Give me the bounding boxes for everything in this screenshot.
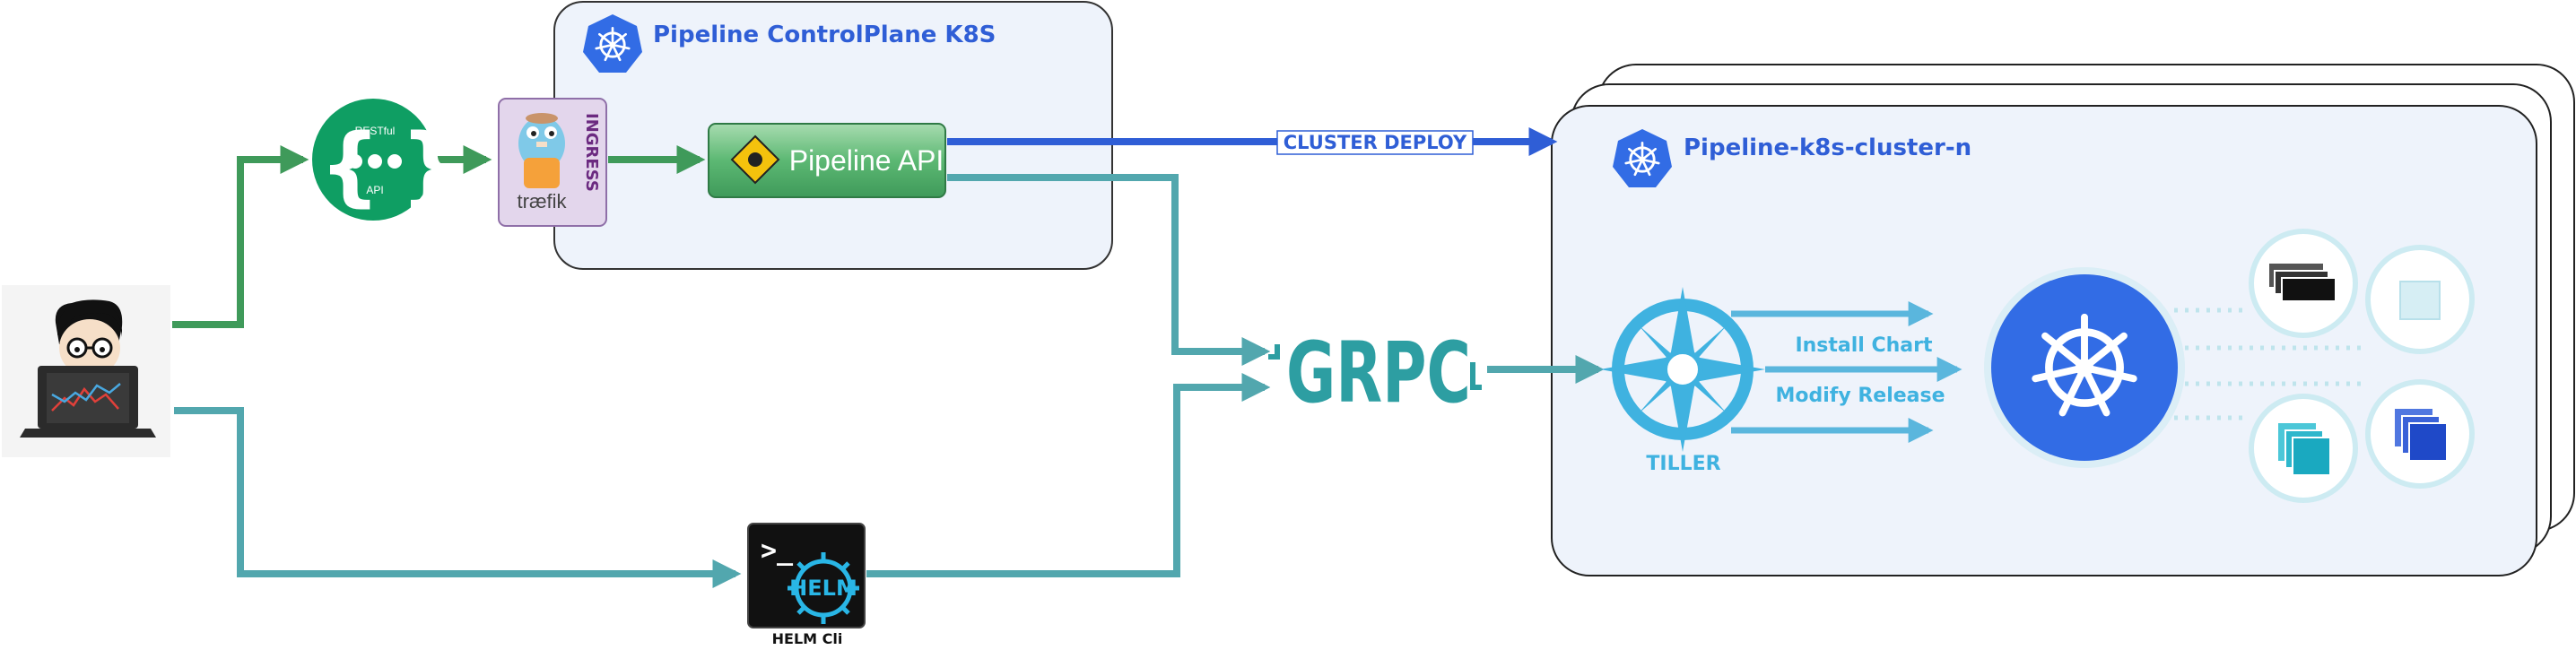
pod-stack-icon	[2249, 229, 2358, 338]
helm-wheel-icon	[788, 552, 859, 624]
cluster-title: Pipeline-k8s-cluster-n	[1684, 134, 1971, 161]
install-chart-label: Install Chart	[1795, 334, 1933, 357]
developer-laptop-icon	[2, 285, 170, 457]
pipeline-api-node: Pipeline API	[708, 123, 946, 198]
restful-text: RESTful	[355, 125, 396, 137]
traefik-ingress: træfik INGRESS	[498, 98, 607, 227]
kubernetes-logo-icon	[583, 14, 642, 73]
grpc-logo: GRPC	[1268, 325, 1482, 422]
api-text: API	[366, 184, 383, 196]
cluster-deploy-label: CLUSTER DEPLOY	[1276, 130, 1474, 155]
arrow-helm-to-grpc	[866, 373, 1271, 577]
svg-text:}: }	[400, 116, 461, 216]
arrow-dev-to-helm	[174, 407, 742, 588]
cluster-deploy-text: CLUSTER DEPLOY	[1284, 132, 1467, 153]
kubernetes-cluster-icon	[1984, 267, 2185, 468]
grpc-label: GRPC	[1286, 325, 1471, 422]
helm-prompt: >_	[761, 535, 794, 567]
helm-cli: >_ HELM HELM Cli	[747, 523, 866, 647]
pod-stack-icon	[2365, 245, 2475, 354]
arrow-api-to-grpc	[947, 174, 1271, 366]
helm-logo-text: HELM	[789, 576, 857, 601]
pipeline-api-label: Pipeline API	[789, 144, 944, 177]
pod-stack-icon	[2249, 394, 2358, 503]
helm-caption: HELM Cli	[772, 630, 843, 647]
pipeline-logo-icon	[730, 134, 780, 185]
connector-lines	[172, 127, 2368, 588]
tiller-label: TILLER	[1646, 453, 1720, 475]
arrow-dev-to-restful	[172, 145, 309, 328]
controlplane-title: Pipeline ControlPlane K8S	[653, 22, 996, 48]
pod-stack-icon	[2365, 379, 2475, 489]
restful-api-icon: { } RESTful API	[312, 99, 461, 221]
kubernetes-logo-icon	[1613, 129, 1672, 187]
modify-release-label: Modify Release	[1775, 385, 1945, 407]
tiller-compass-icon	[1600, 287, 1765, 452]
traefik-wordmark: træfik	[518, 190, 568, 212]
ingress-label: INGRESS	[582, 113, 601, 192]
traefik-gopher-icon	[518, 113, 565, 188]
